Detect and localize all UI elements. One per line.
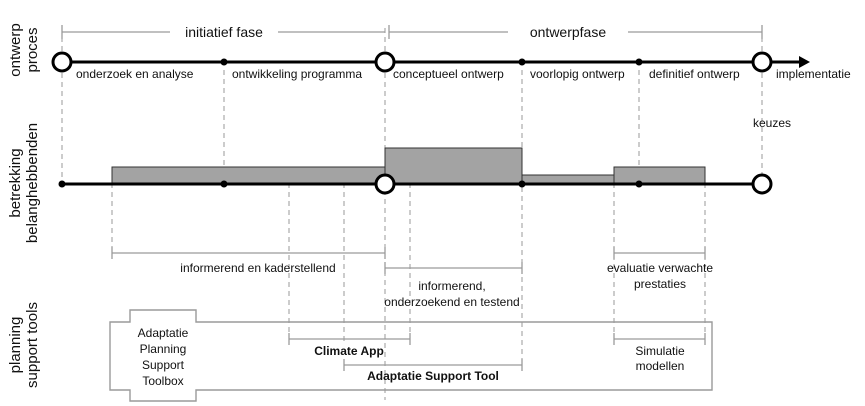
- phase-ranges: [61, 25, 763, 39]
- tool-toolbox-1: Adaptatie: [138, 326, 189, 340]
- step-program: ontwikkeling programma: [232, 67, 362, 81]
- step-concept: conceptueel ontwerp: [393, 67, 504, 81]
- involvement-bar-initiation: [111, 166, 386, 186]
- side-label-stakeholders-2: belanghebbenden: [24, 123, 41, 243]
- side-label-stakeholders-1: betrekking: [7, 148, 24, 217]
- milestone-dot: [518, 180, 526, 188]
- step-preliminary: voorlopig ontwerp: [530, 67, 625, 81]
- milestone-design-start: [374, 51, 396, 73]
- milestone-start: [51, 51, 73, 73]
- milestone-dot: [220, 180, 228, 188]
- involvement-bars: [111, 147, 706, 186]
- tool-toolbox-4: Toolbox: [142, 374, 183, 388]
- tool-toolbox-2: Planning: [140, 342, 187, 356]
- milestone-end: [751, 51, 773, 73]
- phase-initiation: initiatief fase: [185, 24, 263, 40]
- involvement-bar-definitive: [613, 166, 706, 186]
- tool-climate-app: Climate App: [314, 344, 384, 358]
- choices-label: keuzes: [753, 116, 791, 130]
- tool-toolbox-3: Support: [142, 358, 185, 372]
- phase-design: ontwerpfase: [530, 24, 606, 40]
- milestone-dot: [635, 58, 643, 66]
- side-label-process-1: ontwerp: [7, 23, 24, 76]
- tool-adaptation-support: Adaptatie Support Tool: [367, 369, 499, 383]
- milestone-dot: [220, 58, 228, 66]
- milestone-dot: [635, 180, 643, 188]
- side-label-tools-2: support tools: [24, 302, 41, 388]
- step-definitive: definitief ontwerp: [649, 67, 740, 81]
- process-milestones: [51, 51, 773, 73]
- stakeholder-milestones: [58, 173, 773, 195]
- side-label-process-2: proces: [24, 27, 41, 72]
- side-label-tools-1: planning: [7, 317, 24, 374]
- step-implementation: implementatie: [776, 67, 851, 81]
- milestone-dot: [58, 180, 66, 188]
- tools-frame: [109, 309, 713, 402]
- tool-simulation-2: modellen: [636, 359, 685, 373]
- tool-simulation-1: Simulatie: [635, 344, 685, 358]
- involvement-label-inform: informerend en kaderstellend: [180, 261, 335, 275]
- tool-ranges: [288, 333, 706, 371]
- involvement-label-eval-2: prestaties: [634, 277, 686, 291]
- involvement-label-test-2: onderzoekend en testend: [384, 295, 519, 309]
- involvement-bar-concept: [384, 147, 523, 186]
- milestone-open: [751, 173, 773, 195]
- involvement-label-test-1: informerend,: [418, 279, 485, 293]
- step-research: onderzoek en analyse: [76, 67, 194, 81]
- milestone-dot: [518, 58, 526, 66]
- involvement-ranges: [111, 247, 706, 274]
- milestone-open: [374, 173, 396, 195]
- involvement-label-eval-1: evaluatie verwachte: [607, 261, 713, 275]
- timeline-arrowhead: [799, 56, 810, 68]
